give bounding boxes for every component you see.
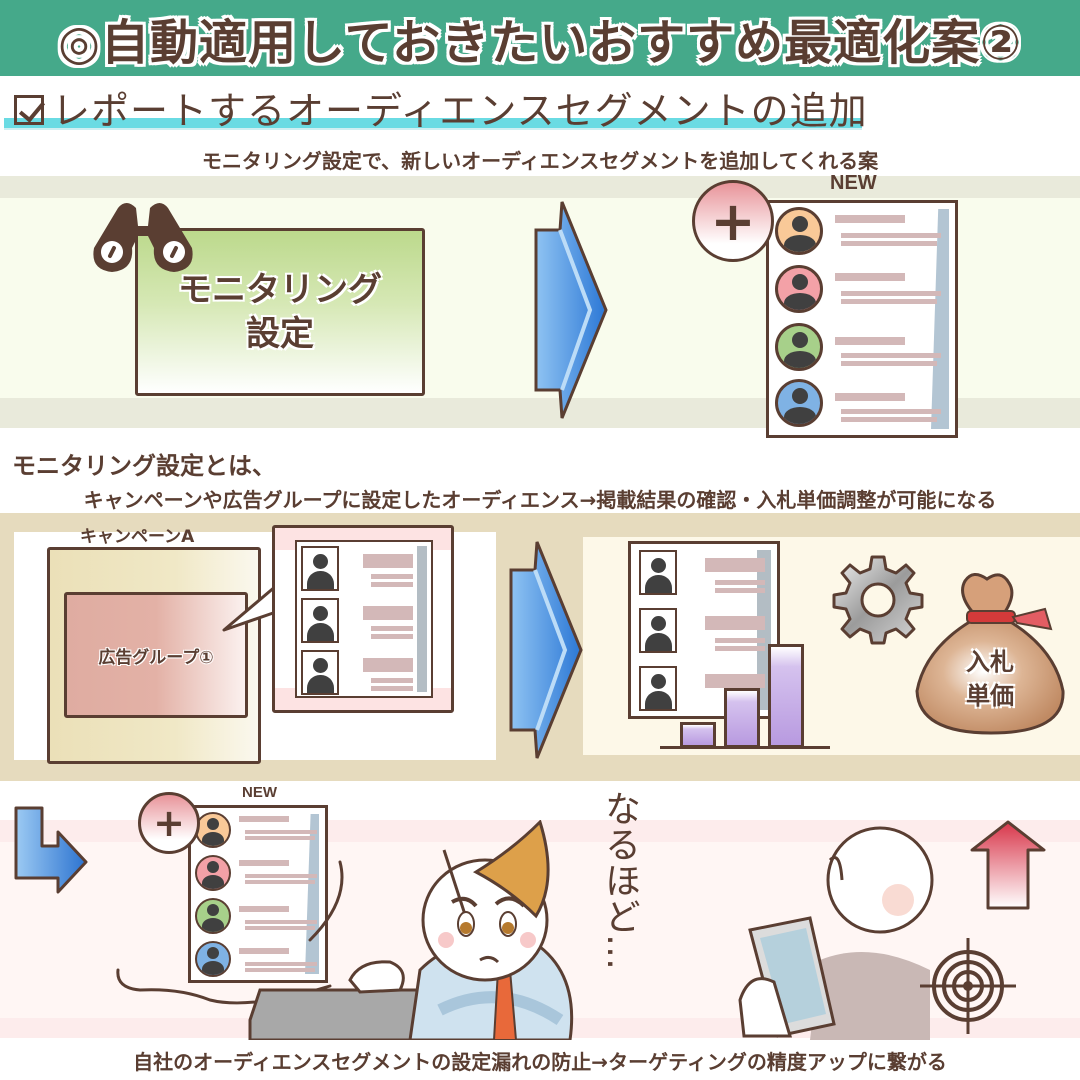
avatar-icon (195, 812, 231, 848)
arrow-right-icon (534, 201, 608, 419)
monitoring-label-line1: モニタリング (178, 270, 382, 310)
audience-row (195, 812, 231, 848)
avatar-icon (195, 898, 231, 934)
subtitle-underline (4, 118, 862, 130)
turn-right-arrow-icon (14, 806, 88, 894)
bid-price-label: 入札 単価 (966, 648, 1014, 710)
audience-row (775, 323, 823, 371)
adgroup-box: 広告グループ① (64, 592, 248, 718)
person-photo-icon (301, 598, 339, 643)
person-with-tablet-illustration (738, 826, 934, 1040)
checkbox-checked-icon (14, 94, 44, 125)
plus-icon: + (692, 180, 774, 262)
audience-row (775, 379, 823, 427)
person-photo-icon (639, 608, 677, 653)
avatar-icon (195, 941, 231, 977)
speech-text: なるほど… (599, 790, 640, 970)
bar-chart-icon (680, 722, 716, 748)
campaign-label: キャンペーンA (80, 527, 195, 547)
character-illustration (248, 820, 574, 1040)
money-bag-icon (915, 573, 1065, 735)
audience-row (195, 941, 231, 977)
avatar-icon (195, 855, 231, 891)
binoculars-icon (93, 203, 193, 272)
audience-row (195, 855, 231, 891)
subtitle-text: レポートするオーディエンスセグメントの追加 (52, 89, 868, 133)
avatar-icon (775, 379, 823, 427)
monitoring-label-line2: 設定 (246, 314, 314, 354)
audience-segment-list (766, 200, 958, 438)
arrow-up-icon (970, 820, 1046, 910)
target-icon (920, 938, 1016, 1034)
header-banner: ◎自動適用しておきたいおすすめ最適化案② (0, 0, 1080, 76)
audience-row (775, 265, 823, 313)
section3-caption: 自社のオーディエンスセグメントの設定漏れの防止→ターゲティングの精度アップに繋が… (133, 1050, 947, 1074)
audience-row (775, 207, 823, 255)
section2-heading: モニタリング設定とは、 (12, 452, 276, 480)
section2-caption: キャンペーンや広告グループに設定したオーディエンス→掲載結果の確認・入札単価調整… (83, 488, 997, 512)
plus-icon: + (138, 792, 200, 854)
person-photo-icon (639, 550, 677, 595)
new-label: NEW (242, 784, 277, 801)
audience-callout (272, 525, 454, 713)
arrow-right-icon (509, 541, 583, 759)
adgroup-label: 広告グループ① (98, 647, 214, 668)
callout-pointer (222, 584, 278, 632)
audience-segment-list (188, 805, 328, 983)
person-photo-icon (301, 650, 339, 695)
bar-chart-icon (724, 688, 760, 748)
audience-row (195, 898, 231, 934)
page-title: ◎自動適用しておきたいおすすめ最適化案② (58, 15, 1022, 71)
section1-caption: モニタリング設定で、新しいオーディエンスセグメントを追加してくれる案 (201, 149, 879, 173)
section-subtitle: レポートするオーディエンスセグメントの追加 (14, 80, 868, 135)
bar-chart-icon (768, 644, 804, 748)
person-photo-icon (301, 546, 339, 591)
new-label: NEW (830, 172, 877, 194)
monitoring-settings-box: モニタリング 設定 (135, 228, 425, 396)
avatar-icon (775, 207, 823, 255)
gear-icon (832, 555, 924, 645)
person-photo-icon (639, 666, 677, 711)
avatar-icon (775, 265, 823, 313)
avatar-icon (775, 323, 823, 371)
audience-report-doc (295, 540, 433, 698)
